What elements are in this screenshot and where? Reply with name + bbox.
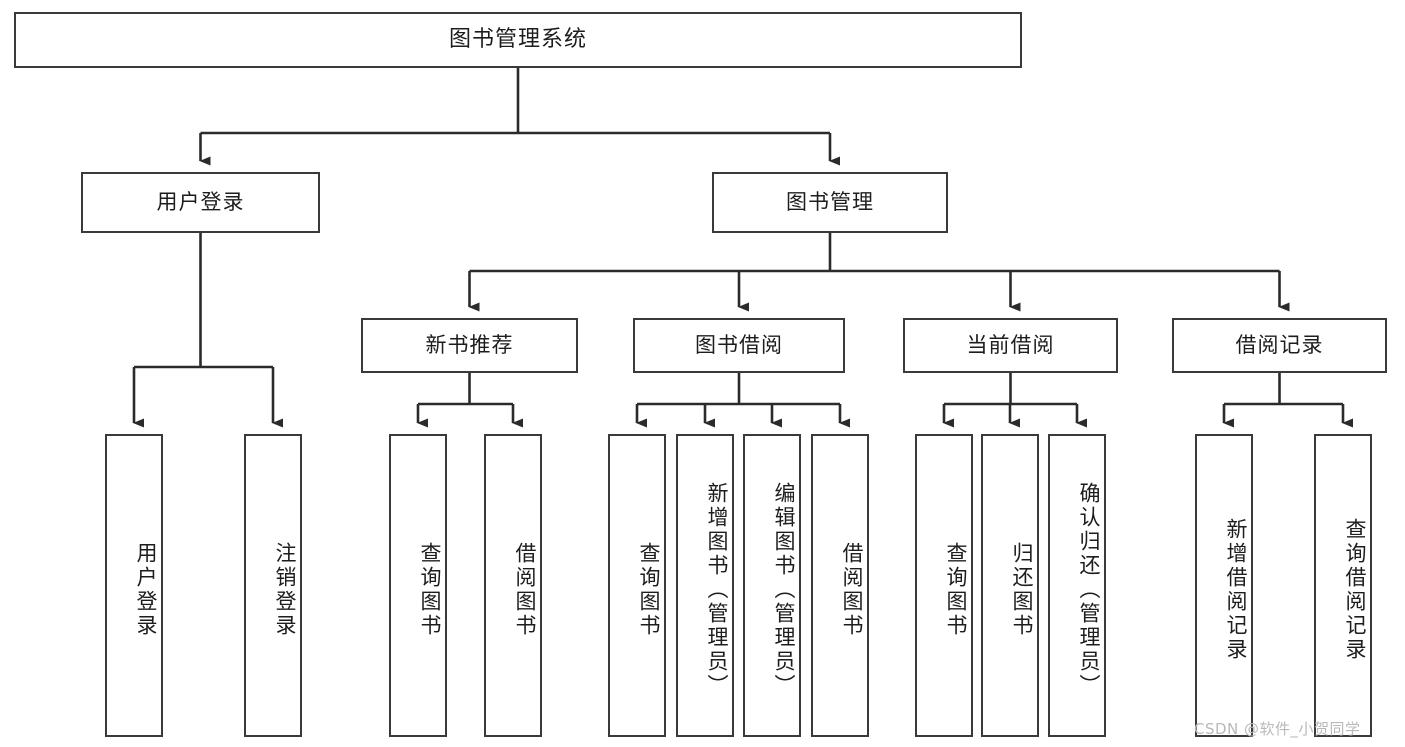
node-leaf-return-book-label: 归还图书 [1010,541,1034,638]
node-leaf-query-record-label: 查询借阅记录 [1343,517,1367,662]
node-root[interactable]: 图书管理系统 [14,12,1022,68]
node-new-book-recommend[interactable]: 新书推荐 [361,318,578,373]
node-current-borrow[interactable]: 当前借阅 [903,318,1118,373]
node-root-label: 图书管理系统 [448,26,587,52]
node-book-management[interactable]: 图书管理 [712,172,948,233]
node-leaf-edit-book[interactable]: 编辑图书（管理员） [743,434,801,737]
node-leaf-borrow-book-1[interactable]: 借阅图书 [484,434,542,737]
node-leaf-query-book-2-label: 查询图书 [637,541,661,638]
node-leaf-user-logout-label: 注销登录 [273,541,297,638]
node-borrow-record[interactable]: 借阅记录 [1172,318,1387,373]
node-user-login[interactable]: 用户登录 [81,172,320,233]
node-leaf-query-book-1-label: 查询图书 [418,541,442,638]
node-leaf-return-book[interactable]: 归还图书 [981,434,1039,737]
node-new-book-recommend-label: 新书推荐 [425,332,514,357]
node-leaf-query-book-3-label: 查询图书 [944,541,968,638]
node-leaf-user-login-label: 用户登录 [134,541,158,638]
node-leaf-add-book-label: 新增图书（管理员） [705,481,729,698]
node-leaf-borrow-book-2[interactable]: 借阅图书 [811,434,869,737]
node-leaf-query-book-3[interactable]: 查询图书 [915,434,973,737]
node-leaf-confirm-return[interactable]: 确认归还（管理员） [1048,434,1106,737]
node-leaf-user-login[interactable]: 用户登录 [105,434,163,737]
node-leaf-borrow-book-2-label: 借阅图书 [840,541,864,638]
node-user-login-label: 用户登录 [156,189,245,214]
node-current-borrow-label: 当前借阅 [966,332,1055,357]
node-leaf-edit-book-label: 编辑图书（管理员） [772,481,796,698]
node-borrow-record-label: 借阅记录 [1235,332,1324,357]
node-leaf-confirm-return-label: 确认归还（管理员） [1077,481,1101,698]
node-leaf-add-record-label: 新增借阅记录 [1224,517,1248,662]
node-leaf-query-record[interactable]: 查询借阅记录 [1314,434,1372,737]
node-leaf-query-book-1[interactable]: 查询图书 [389,434,447,737]
node-book-borrow-label: 图书借阅 [695,332,783,357]
node-book-borrow[interactable]: 图书借阅 [633,318,845,373]
node-book-management-label: 图书管理 [786,189,874,214]
watermark: CSDN @软件_小贺同学 [1194,720,1361,738]
node-leaf-add-book[interactable]: 新增图书（管理员） [676,434,734,737]
node-leaf-user-logout[interactable]: 注销登录 [244,434,302,737]
node-leaf-query-book-2[interactable]: 查询图书 [608,434,666,737]
node-leaf-add-record[interactable]: 新增借阅记录 [1195,434,1253,737]
node-leaf-borrow-book-1-label: 借阅图书 [513,541,537,638]
